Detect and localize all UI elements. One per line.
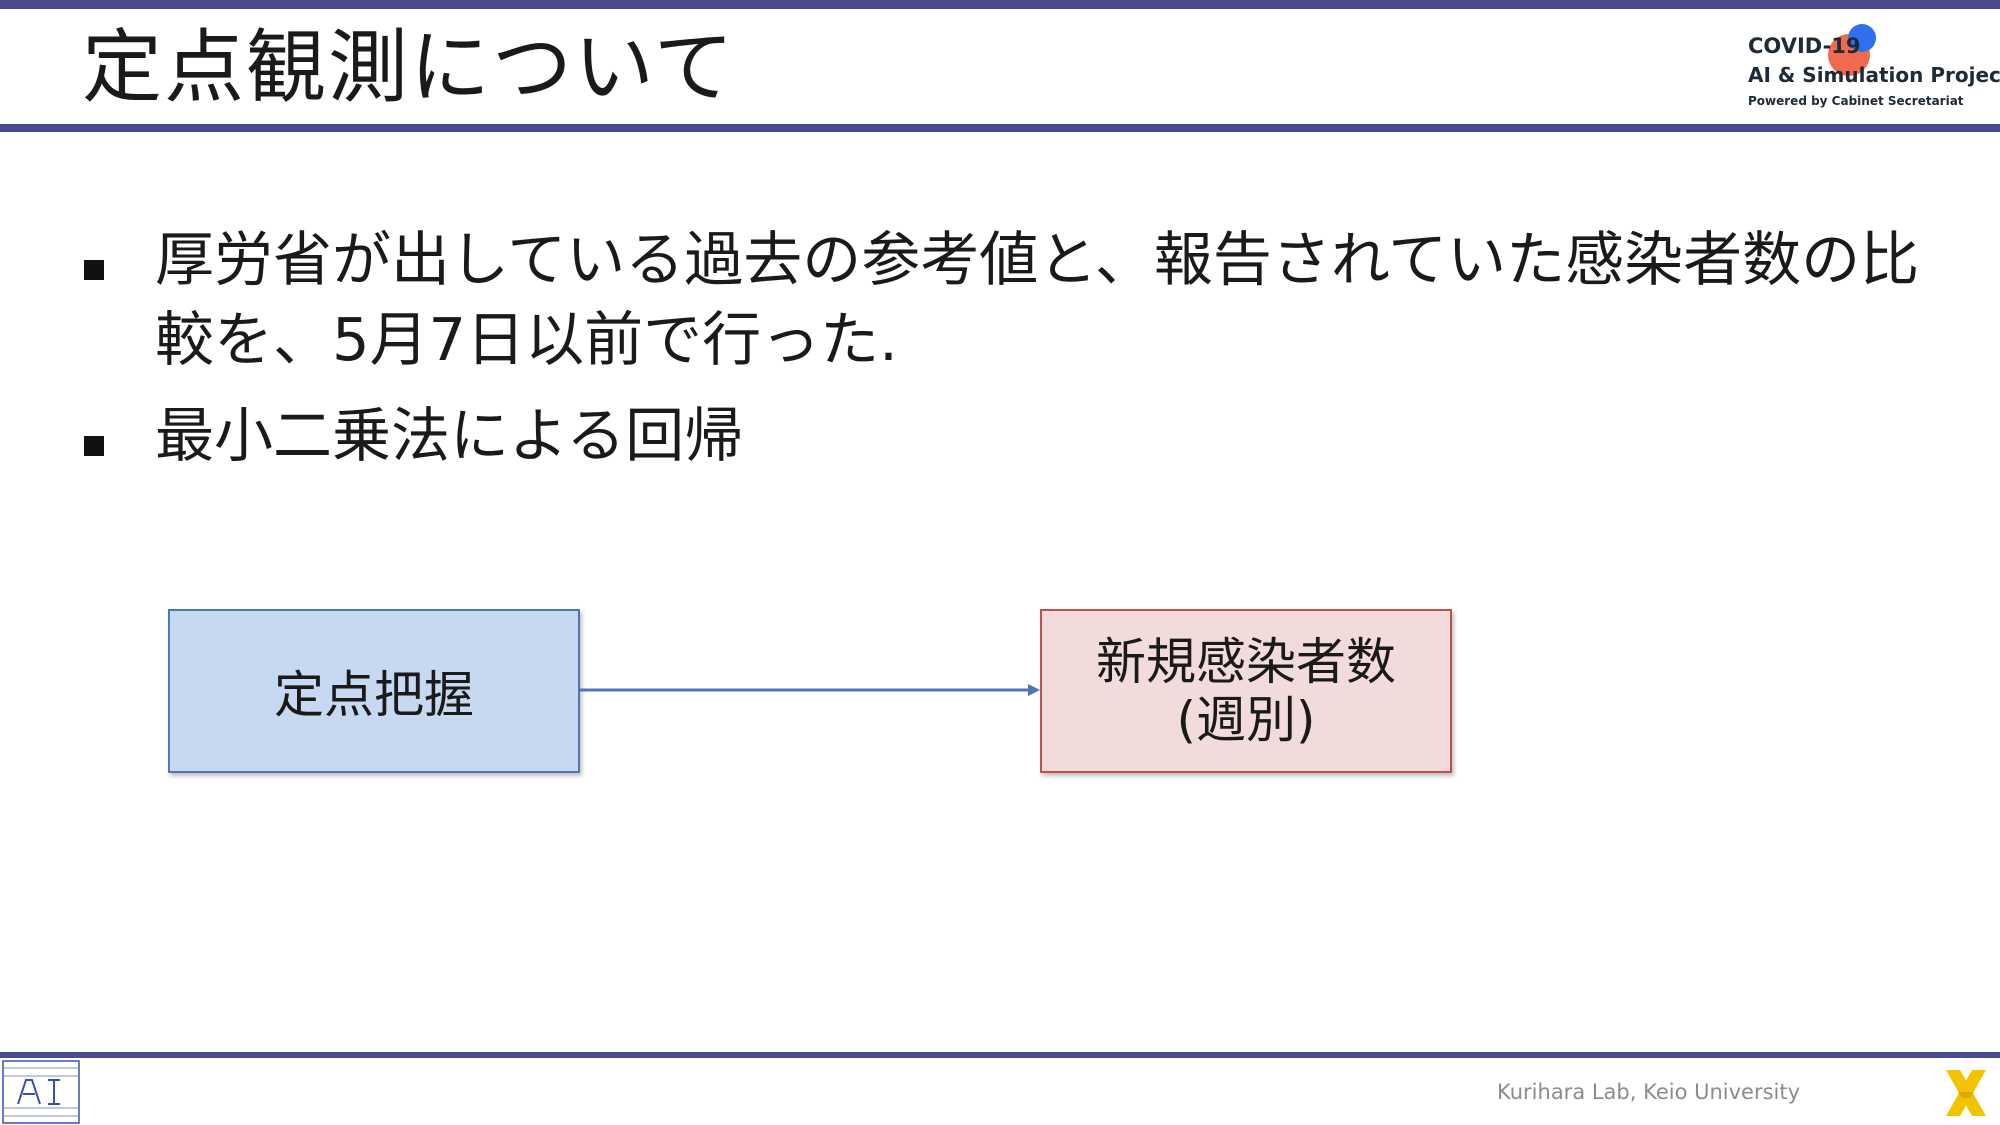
page-title: 定点観測について (82, 21, 736, 114)
arrow-head-icon (1028, 684, 1040, 696)
keio-x-logo-icon (1946, 1070, 1986, 1116)
bullet-item: 最小二乗法による回帰 (78, 396, 1938, 476)
covid19-ai-simulation-logo: COVID-19 AI & Simulation Project Powered… (1748, 24, 2000, 116)
bullet-text: 厚労省が出している過去の参考値と、報告されていた感染者数の比較を、5月7日以前で… (155, 225, 1920, 374)
diagram-box-new-cases: 新規感染者数 (週別) (1040, 609, 1452, 773)
title-divider (0, 124, 2000, 132)
diagram-box-label-line2: (週別) (1176, 691, 1316, 749)
logo-line-powered-by: Powered by Cabinet Secretariat (1748, 94, 1964, 108)
ai-lab-logo-icon (2, 1060, 80, 1124)
diagram-box-label-line1: 新規感染者数 (1096, 633, 1396, 691)
square-bullet-icon (84, 436, 104, 456)
bullet-text: 最小二乗法による回帰 (155, 401, 744, 470)
bullet-list: 厚労省が出している過去の参考値と、報告されていた感染者数の比較を、5月7日以前で… (78, 220, 1938, 492)
bullet-item: 厚労省が出している過去の参考値と、報告されていた感染者数の比較を、5月7日以前で… (78, 220, 1938, 380)
footer-credit: Kurihara Lab, Keio University (1497, 1080, 1801, 1104)
square-bullet-icon (84, 260, 104, 280)
diagram-box-sentinel-surveillance: 定点把握 (168, 609, 580, 773)
logo-line-project: AI & Simulation Project (1748, 63, 2000, 87)
diagram-arrow (580, 684, 1040, 696)
diagram-box-label: 定点把握 (274, 666, 474, 724)
footer-divider (0, 1052, 2000, 1058)
top-accent-bar (0, 0, 2000, 9)
logo-blue-circle-icon (1848, 24, 1876, 52)
logo-line-covid: COVID-19 (1748, 34, 1861, 58)
